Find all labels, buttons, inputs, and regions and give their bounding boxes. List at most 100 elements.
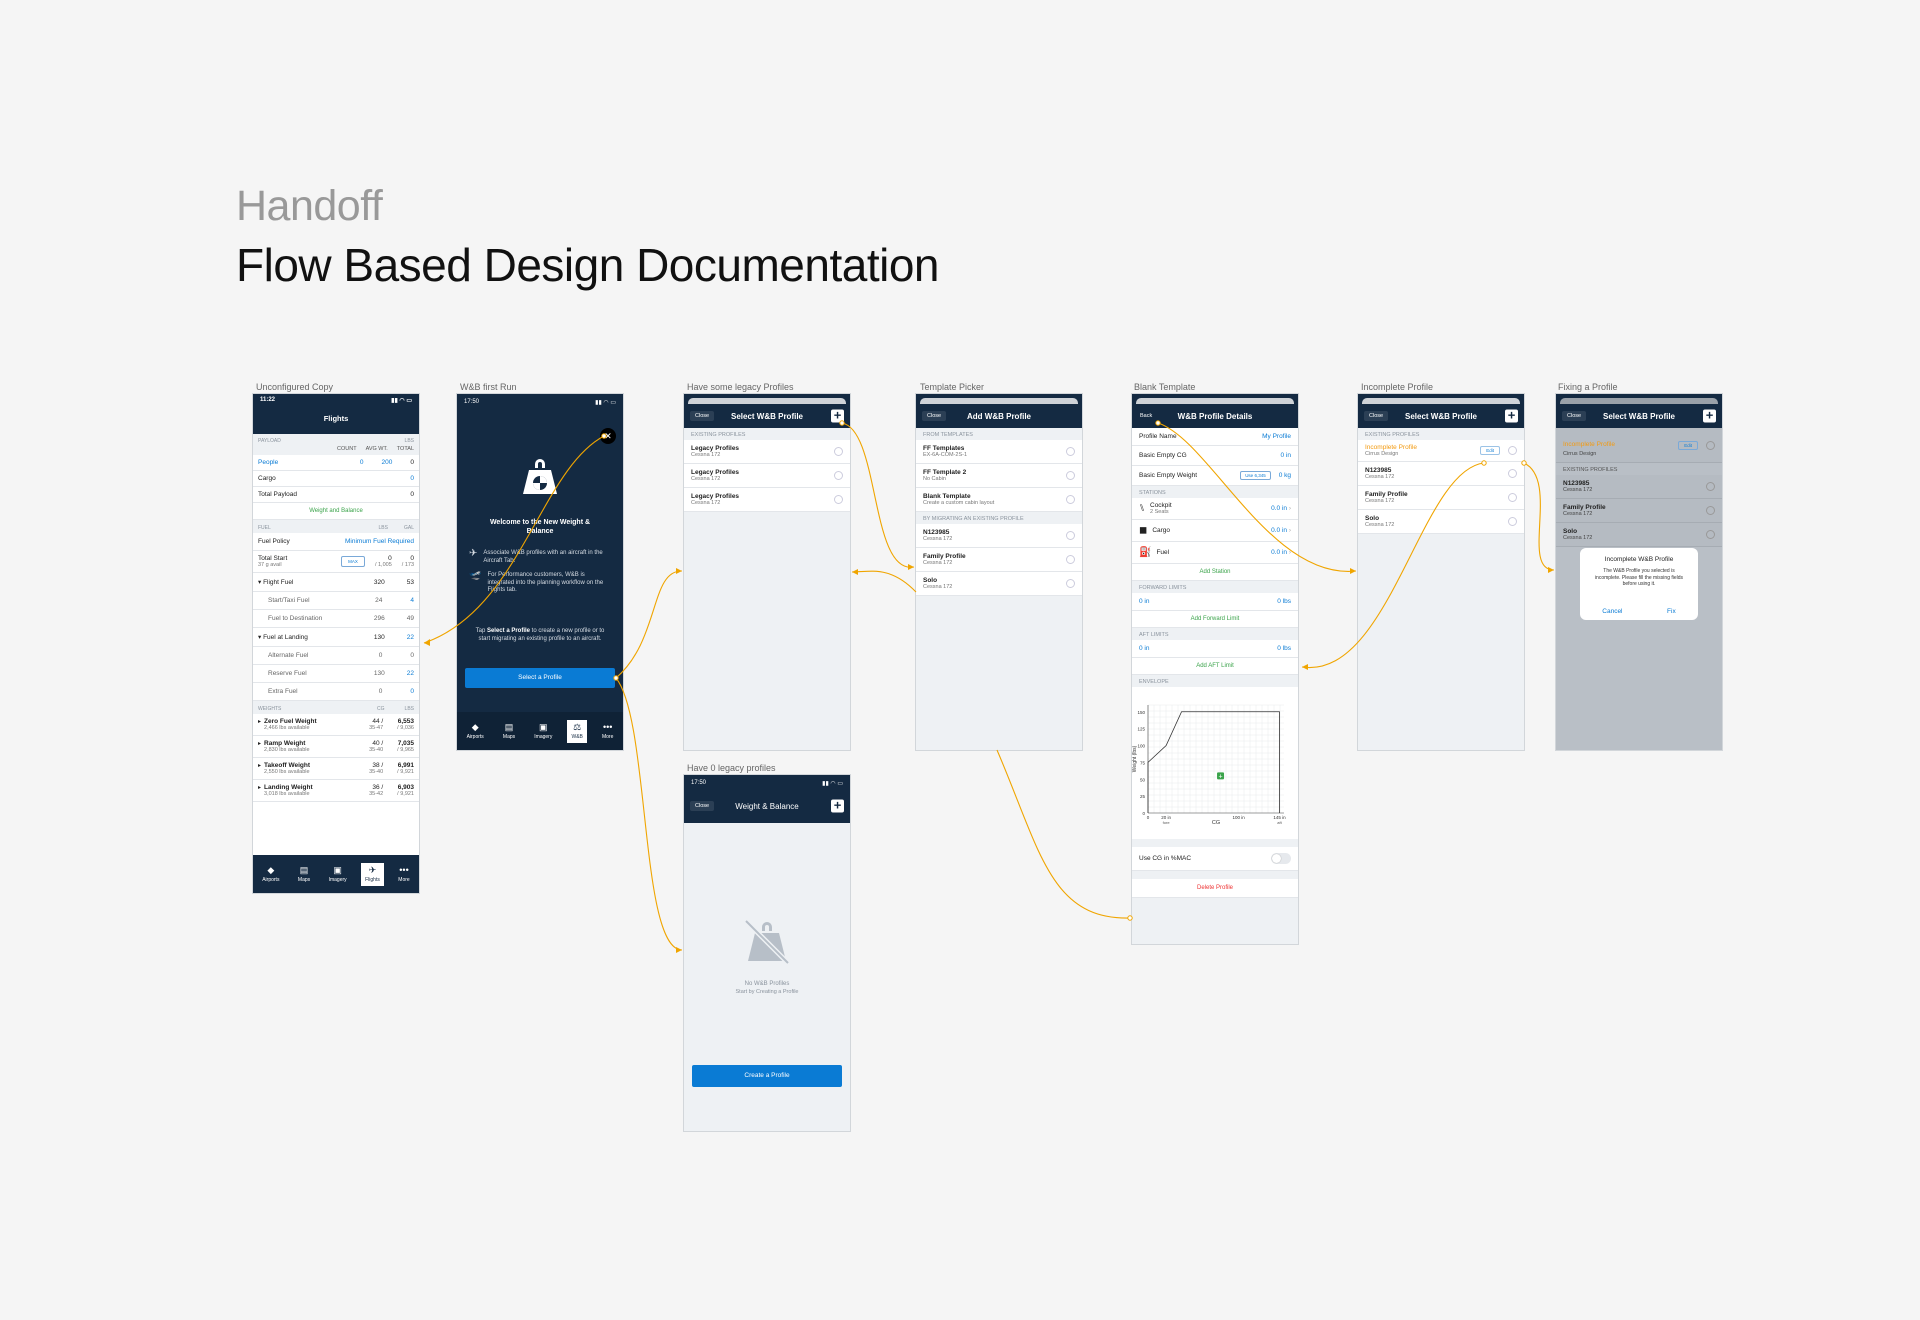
add-aft-limit-button[interactable]: Add AFT Limit — [1132, 658, 1298, 675]
add-profile-button[interactable]: + — [831, 409, 844, 423]
radio-icon[interactable] — [1706, 530, 1715, 539]
radio-icon[interactable] — [834, 471, 843, 480]
taxi-gal[interactable]: 4 — [410, 597, 414, 604]
use-weight-chip[interactable]: Use 6,345 — [1240, 471, 1271, 480]
tab-maps[interactable]: ▤Maps — [297, 864, 311, 883]
close-button[interactable]: Close — [1364, 411, 1389, 421]
tab-wb[interactable]: ⚖W&B — [567, 719, 587, 743]
radio-icon[interactable] — [834, 447, 843, 456]
select-profile-button[interactable]: Select a Profile — [465, 668, 615, 688]
close-button[interactable]: Close — [1562, 411, 1587, 421]
close-button[interactable]: Close — [690, 411, 715, 421]
edit-button[interactable]: Edit — [1678, 440, 1698, 450]
dialog-cancel-button[interactable]: Cancel — [1602, 608, 1623, 615]
tab-more[interactable]: •••More — [398, 864, 410, 883]
back-button[interactable]: Back — [1140, 413, 1153, 419]
radio-icon[interactable] — [834, 495, 843, 504]
cargo-total[interactable]: 0 — [410, 475, 414, 482]
add-profile-button[interactable]: + — [1703, 409, 1716, 423]
delete-profile-button[interactable]: Delete Profile — [1132, 879, 1298, 898]
tab-flights[interactable]: ✈Flights — [361, 862, 384, 886]
fuel-policy-row[interactable]: Fuel Policy Minimum Fuel Required — [253, 533, 419, 551]
radio-icon[interactable] — [1066, 447, 1075, 456]
landing-gal[interactable]: 22 — [406, 633, 414, 641]
radio-icon[interactable] — [1706, 482, 1715, 491]
close-icon[interactable]: ✕ — [600, 428, 616, 444]
radio-icon[interactable] — [1508, 446, 1517, 455]
radio-icon[interactable] — [1066, 495, 1075, 504]
close-button[interactable]: Close — [690, 801, 715, 811]
reserve-gal[interactable]: 22 — [406, 670, 414, 677]
radio-icon[interactable] — [1066, 531, 1075, 540]
tab-imagery[interactable]: ▣Imagery — [534, 721, 553, 740]
tab-maps[interactable]: ▤Maps — [502, 721, 516, 740]
tab-imagery[interactable]: ▣Imagery — [328, 864, 347, 883]
add-profile-button[interactable]: + — [831, 799, 844, 813]
radio-icon[interactable] — [1066, 579, 1075, 588]
extra-gal[interactable]: 0 — [410, 688, 414, 695]
create-profile-button[interactable]: Create a Profile — [692, 1065, 842, 1087]
fuel-policy-value[interactable]: Minimum Fuel Required — [345, 538, 414, 545]
radio-icon[interactable] — [1066, 471, 1075, 480]
cargo-row[interactable]: Cargo 0 — [253, 471, 419, 487]
radio-icon[interactable] — [1066, 555, 1075, 564]
basic-empty-weight-row[interactable]: Basic Empty Weight Use 6,345 0 kg — [1132, 466, 1298, 486]
close-button[interactable]: Close — [922, 411, 947, 421]
forward-limit-row[interactable]: 0 in 0 lbs — [1132, 593, 1298, 611]
dialog-fix-button[interactable]: Fix — [1667, 608, 1676, 615]
station-cargo[interactable]: ◼Cargo 0.0 in › — [1132, 520, 1298, 542]
radio-icon[interactable] — [1508, 469, 1517, 478]
basic-empty-cg-input[interactable]: 0 in — [1280, 452, 1291, 459]
tab-more[interactable]: •••More — [601, 721, 614, 740]
profile-name-input[interactable]: My Profile — [1262, 433, 1291, 440]
profile-name-row[interactable]: Profile Name My Profile — [1132, 428, 1298, 446]
radio-icon[interactable] — [1706, 506, 1715, 515]
radio-icon[interactable] — [1508, 517, 1517, 526]
people-count[interactable]: 0 — [359, 459, 364, 466]
basic-empty-weight-input[interactable]: 0 kg — [1278, 472, 1291, 479]
edit-button[interactable]: Edit — [1480, 446, 1500, 455]
wb-link[interactable]: Weight and Balance — [253, 503, 419, 520]
radio-icon[interactable] — [1706, 440, 1715, 450]
add-station-button[interactable]: Add Station — [1132, 564, 1298, 581]
use-cg-mac-toggle[interactable] — [1271, 853, 1291, 864]
aft-limit-row[interactable]: 0 in 0 lbs — [1132, 640, 1298, 658]
add-profile-button[interactable]: + — [1505, 409, 1518, 423]
add-forward-limit-button[interactable]: Add Forward Limit — [1132, 611, 1298, 628]
basic-empty-cg-row[interactable]: Basic Empty CG 0 in — [1132, 446, 1298, 466]
tab-airports[interactable]: ◆Airports — [262, 864, 280, 883]
radio-icon[interactable] — [1508, 493, 1517, 502]
people-avg[interactable]: 200 — [381, 459, 393, 466]
tab-airports[interactable]: ◆Airports — [466, 721, 484, 740]
max-button[interactable]: MAX — [341, 556, 365, 567]
people-row[interactable]: People 0 200 0 — [253, 455, 419, 471]
